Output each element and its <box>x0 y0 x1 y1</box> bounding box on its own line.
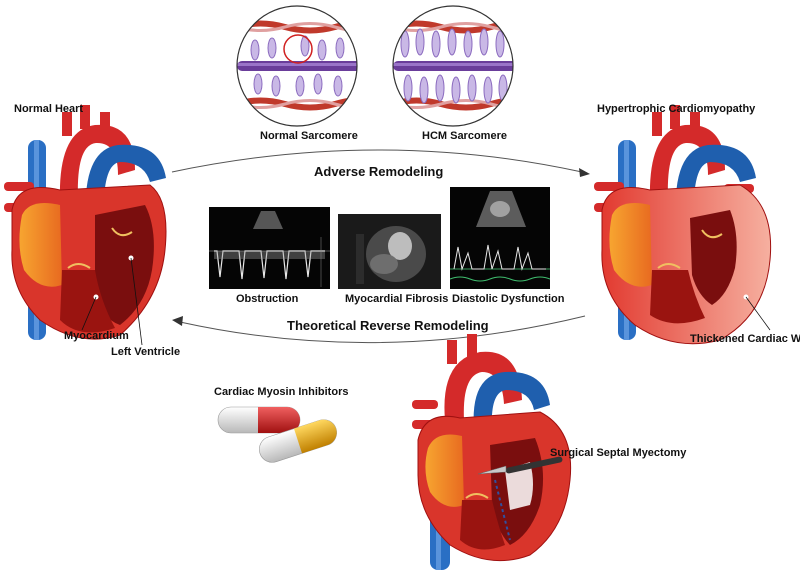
adverse-remodeling-arrow <box>171 149 590 177</box>
normal-heart-label: Normal Heart <box>14 103 84 115</box>
echo-obstruction-image <box>209 207 330 289</box>
hcm-sarcomere-frame <box>392 5 514 127</box>
diastolic-label: Diastolic Dysfunction <box>452 293 565 305</box>
fibrosis-label: Myocardial Fibrosis <box>345 293 449 305</box>
adverse-remodeling-label: Adverse Remodeling <box>314 164 444 179</box>
myocardium-label: Myocardium <box>64 330 129 342</box>
myectomy-label: Surgical Septal Myectomy <box>550 447 687 459</box>
hcm-sarcomere-label: HCM Sarcomere <box>422 130 507 142</box>
hcm-sarcomere-illustration <box>393 6 513 126</box>
capsule-red-white <box>217 406 301 434</box>
normal-sarcomere-label: Normal Sarcomere <box>260 130 358 142</box>
myosin-inhibitors-label: Cardiac Myosin Inhibitors <box>214 386 349 398</box>
echo-diastolic-image <box>450 187 550 289</box>
normal-sarcomere-frame <box>236 5 358 127</box>
mri-fibrosis-image <box>338 214 441 289</box>
surgical-heart-illustration <box>412 334 572 570</box>
obstruction-label: Obstruction <box>236 293 299 305</box>
reverse-remodeling-label: Theoretical Reverse Remodeling <box>287 318 489 333</box>
left-ventricle-label: Left Ventricle <box>111 346 181 358</box>
thickened-wall-label: Thickened Cardiac Wall <box>690 333 800 345</box>
normal-heart-illustration <box>4 105 167 346</box>
hcm-heart-label: Hypertrophic Cardiomyopathy <box>597 103 756 115</box>
normal-sarcomere-illustration <box>237 6 357 126</box>
capsule-white-yellow <box>259 419 337 463</box>
hcm-heart-illustration <box>594 105 772 345</box>
reverse-remodeling-arrow <box>172 315 586 344</box>
